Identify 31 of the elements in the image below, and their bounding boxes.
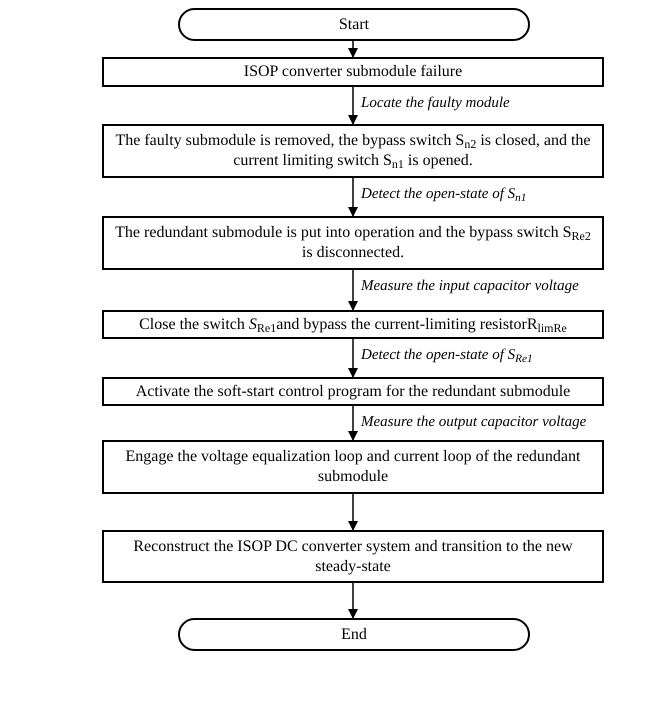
edge-label: Detect the open-state of S$_{Re1}$ xyxy=(361,348,533,363)
process-box xyxy=(102,57,604,87)
edge-label: Measure the output capacitor voltage xyxy=(361,415,586,430)
terminal-pill xyxy=(178,618,530,651)
process-box xyxy=(102,124,604,178)
edge-label: Measure the input capacitor voltage xyxy=(361,279,579,294)
process-box xyxy=(102,310,604,339)
node-text: End xyxy=(341,624,367,644)
terminal-pill xyxy=(178,8,530,41)
arrow xyxy=(348,494,358,531)
node-text: Reconstruct the ISOP DC converter system and transition to the new steady-state xyxy=(132,536,574,576)
arrow xyxy=(348,270,358,311)
process-box xyxy=(102,377,604,406)
edge-label: Locate the faulty module xyxy=(361,96,510,111)
arrow xyxy=(348,339,358,378)
arrow xyxy=(348,87,358,125)
process-box xyxy=(102,440,604,494)
process-box xyxy=(102,530,604,583)
node-text: Close the switch S$_{Re1}$and bypass the current-limiting resistorR$_{limRe}$ xyxy=(139,314,567,334)
arrow xyxy=(348,41,358,58)
node-text: The redundant submodule is put into operation and the bypass switch S$_{Re2}$ is disconnected. xyxy=(114,223,592,263)
node-text: ISOP converter submodule failure xyxy=(244,62,462,82)
node-text: The faulty submodule is removed, the bypass switch S$_{n2}$ is closed, and the current limiting switch S$_{n1}$ is opened. xyxy=(114,131,592,171)
process-box xyxy=(102,216,604,270)
arrow xyxy=(348,583,358,619)
node-text: Start xyxy=(338,14,370,34)
edge-label: Detect the open-state of S$_{n1}$ xyxy=(361,187,526,202)
arrow xyxy=(348,178,358,217)
arrow xyxy=(348,406,358,441)
node-text: Activate the soft-start control program for the redundant submodule xyxy=(136,382,570,402)
node-text: Engage the voltage equalization loop and current loop of the redundant submodule xyxy=(124,447,582,487)
